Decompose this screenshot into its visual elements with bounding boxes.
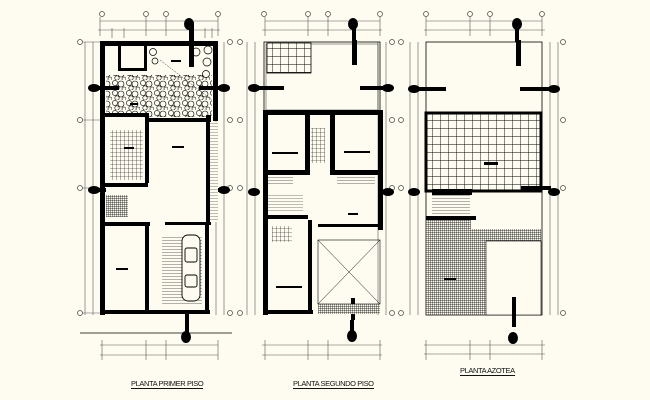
plan-second-floor	[237, 11, 395, 360]
plan-label-roof: PLANTA AZOTEA	[460, 366, 515, 376]
plan-label-second-floor: PLANTA SEGUNDO PISO	[293, 379, 374, 389]
plan-roof	[398, 11, 566, 360]
plan-label-first-floor: PLANTA PRIMER PISO	[131, 379, 204, 389]
plan-first-floor	[77, 11, 233, 360]
